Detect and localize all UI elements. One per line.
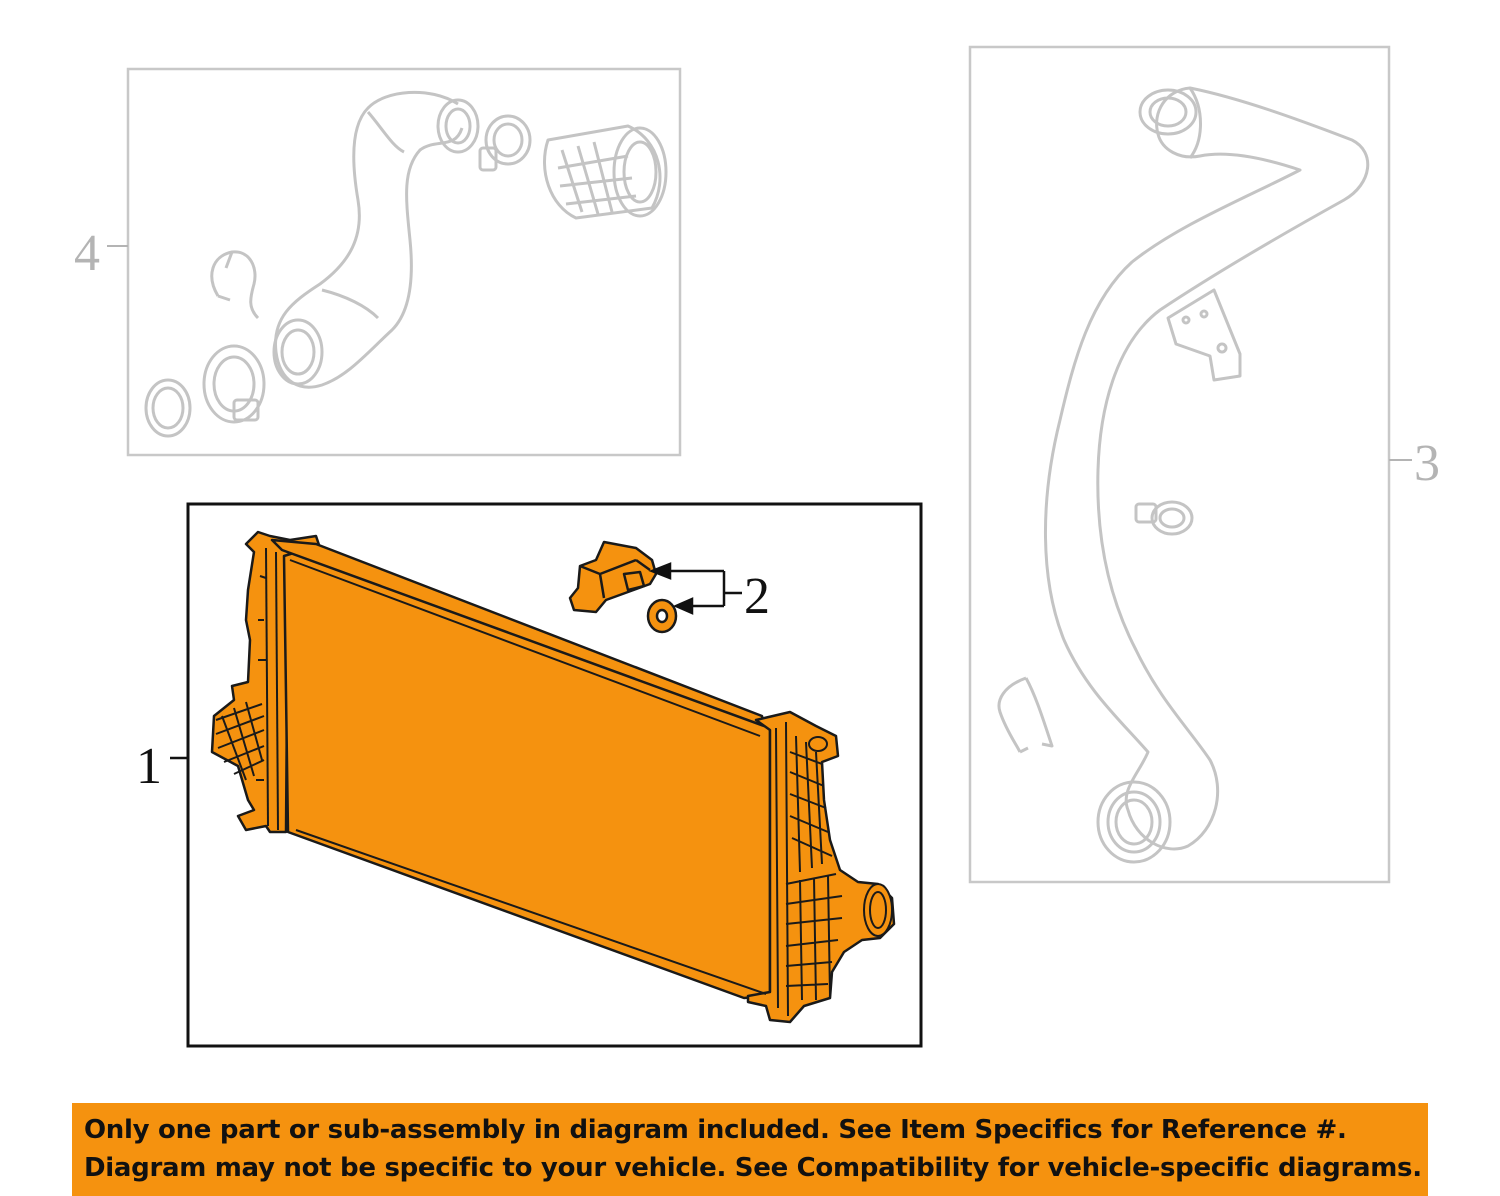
coupler: [543, 124, 668, 220]
intercooler-details: [215, 547, 893, 1017]
intake-hose: [274, 90, 464, 389]
panel-3-frame: [968, 45, 1391, 884]
charge-pipe: [1044, 86, 1370, 851]
callout-2-bracket: [648, 562, 742, 615]
panel-3-parts: [997, 86, 1370, 864]
mount-bracket: [1166, 288, 1242, 382]
pipe-end-upper: [1138, 88, 1198, 136]
seal-ring: [144, 378, 192, 438]
wire-clip: [997, 676, 1054, 754]
lower-clamp: [202, 344, 266, 424]
disclaimer-line-2: Diagram may not be specific to your vehi…: [84, 1153, 1422, 1183]
mount-hole: [808, 736, 828, 752]
o-ring: [646, 598, 678, 634]
right-tank-grid: [789, 735, 833, 873]
intercooler: [210, 530, 896, 1024]
callout-3: 3: [1414, 435, 1440, 492]
spring-clip: [210, 250, 260, 320]
right-end-tank: [746, 710, 896, 1024]
upper-clamp: [478, 114, 532, 172]
panel-1: 1 2: [136, 502, 923, 1048]
hose-end-lower: [272, 318, 324, 386]
panel-1-frame: [186, 502, 923, 1048]
panel-4: 4: [74, 67, 682, 457]
callout-2: 2: [744, 568, 770, 625]
pipe-end-lower: [1096, 780, 1172, 864]
core: [282, 544, 772, 1000]
callout-4: 4: [74, 225, 100, 282]
outlet-port: [863, 883, 893, 937]
left-tank-grid: [215, 701, 265, 781]
disclaimer-line-1: Only one part or sub-assembly in diagram…: [84, 1115, 1347, 1145]
pipe-clamp: [1134, 500, 1194, 536]
hose-end-upper: [436, 98, 480, 154]
panel-3: 3: [968, 45, 1440, 884]
disclaimer-banner: Only one part or sub-assembly in diagram…: [72, 1103, 1428, 1196]
panel-4-parts: [144, 90, 668, 438]
callout-1: 1: [136, 738, 162, 795]
panel-4-frame: [126, 67, 682, 457]
pressure-sensor: [568, 540, 658, 614]
